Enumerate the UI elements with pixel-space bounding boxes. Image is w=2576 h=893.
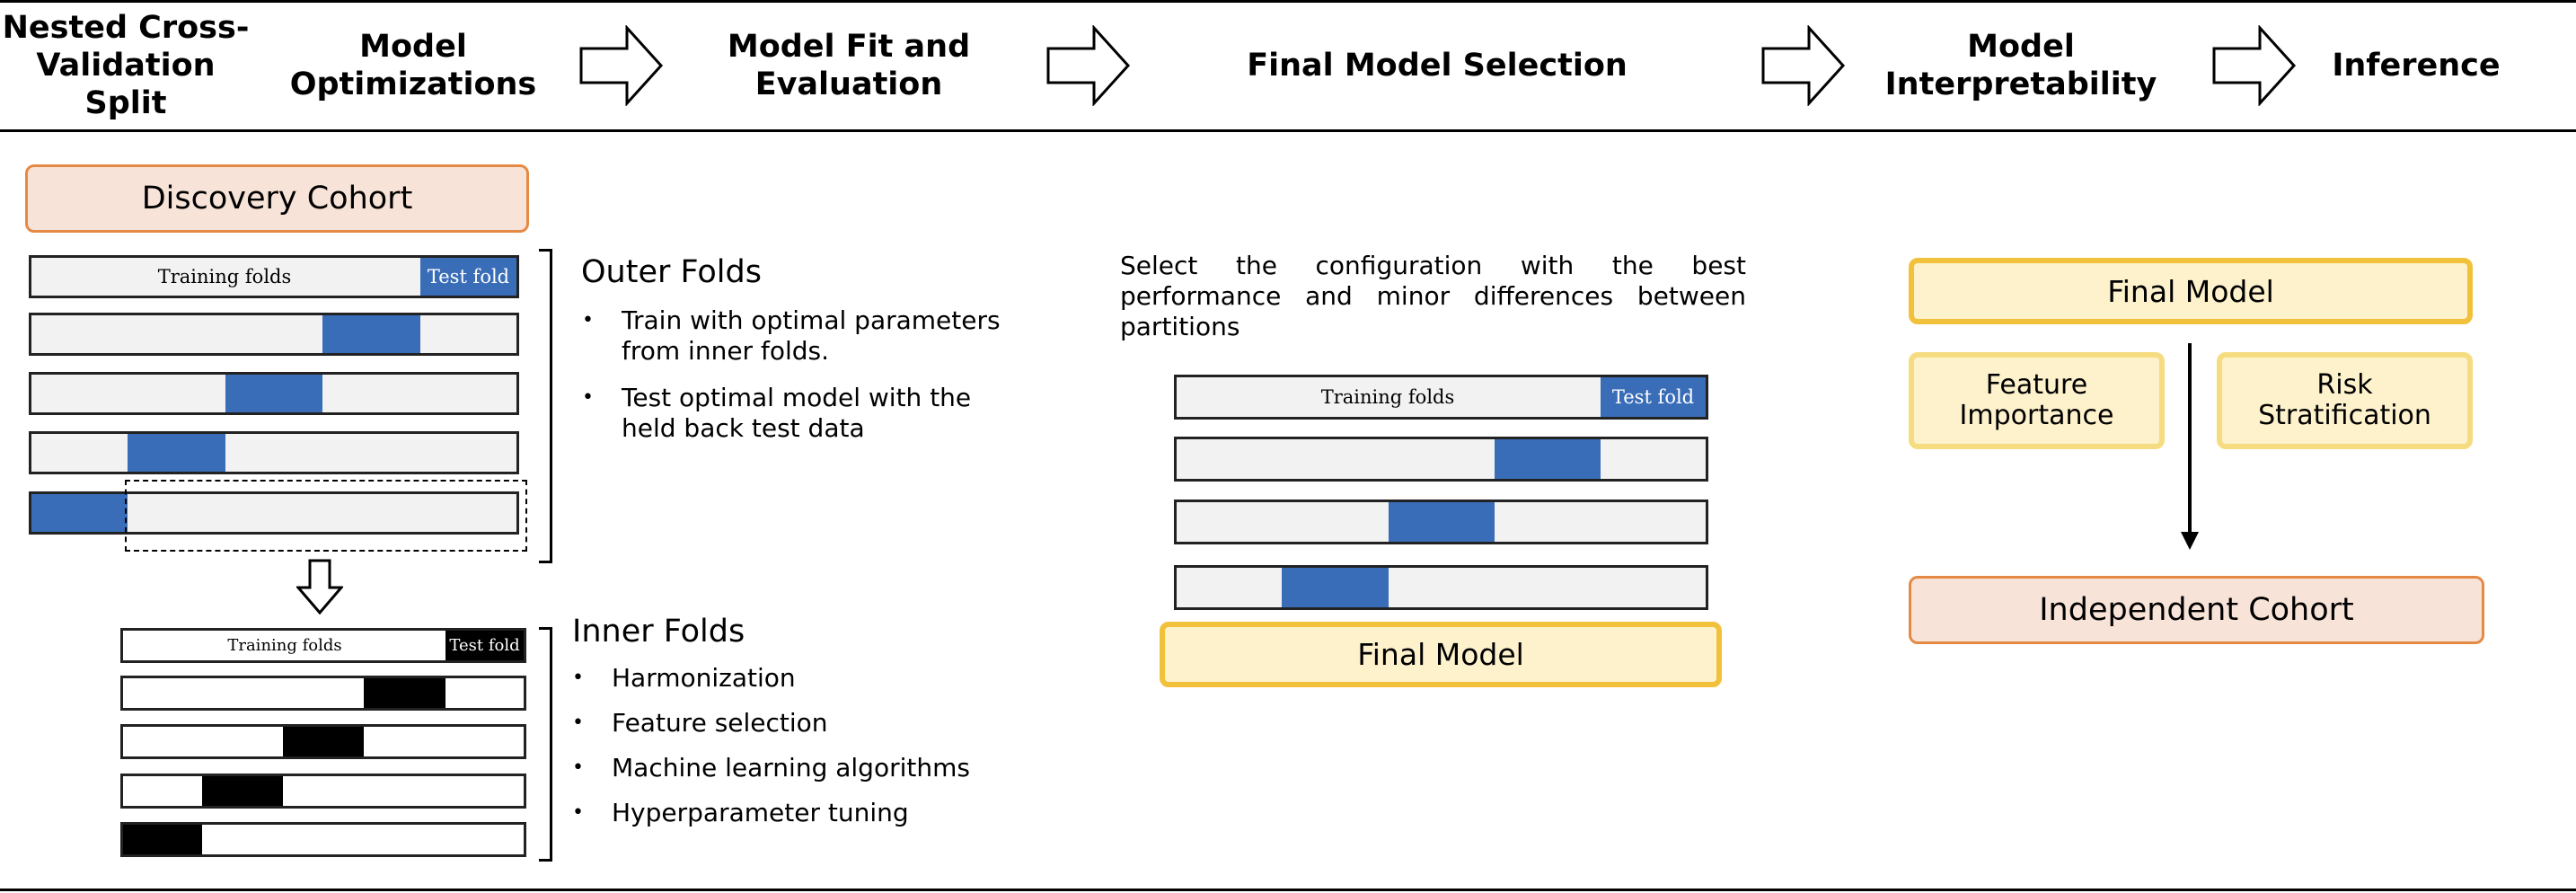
discovery-cohort-box: Discovery Cohort	[25, 164, 529, 233]
outer-folds-bracket	[539, 249, 552, 563]
step-nested-cv-split: Nested Cross- Validation Split	[0, 10, 251, 121]
outer-folds-title: Outer Folds	[581, 254, 762, 290]
independent-cohort-box: Independent Cohort	[1909, 576, 2484, 644]
step-model-optimizations: Model Optimizations	[287, 25, 539, 106]
step-nested-cv-split-label: Nested Cross- Validation Split	[2, 10, 250, 121]
inner-bullet-4: • Hyperparameter tuning	[572, 798, 1039, 830]
inner-test-fold-segment	[446, 631, 524, 660]
test-fold-segment	[128, 434, 225, 472]
final-model-box: Final Model	[1909, 258, 2473, 324]
step-model-interpretability-label: Model Interpretability	[1884, 29, 2157, 102]
independent-cohort-label: Independent Cohort	[2039, 592, 2354, 628]
step-model-fit-evaluation-label: Model Fit and Evaluation	[727, 29, 971, 102]
inner-fold-row	[120, 676, 526, 711]
outer-bullet-2-text: Test optimal model with the held back te…	[622, 383, 972, 443]
training-folds-label: Training folds	[1320, 386, 1455, 408]
inner-folds-title: Inner Folds	[572, 614, 745, 650]
bullet-dot: •	[572, 712, 584, 734]
inner-bullet-3: • Machine learning algorithms	[572, 753, 1039, 785]
test-fold-segment	[31, 494, 128, 532]
inner-test-fold-segment	[202, 776, 283, 806]
inner-training-folds-label: Training folds	[227, 636, 342, 655]
selection-fold-row	[1174, 437, 1708, 482]
inner-fold-row	[120, 822, 526, 857]
bullet-dot: •	[582, 386, 594, 409]
top-border-line	[0, 0, 2576, 3]
step-model-interpretability: Model Interpretability	[1877, 25, 2165, 106]
dashed-selection-box	[125, 480, 527, 552]
step-final-model-selection-label: Final Model Selection	[1247, 48, 1628, 84]
inner-fold-row: Training folds Test fold	[120, 628, 526, 663]
step-model-fit-evaluation: Model Fit and Evaluation	[710, 25, 988, 106]
test-fold-segment	[225, 375, 322, 412]
down-arrow-icon	[2181, 343, 2199, 550]
selection-fold-row	[1174, 500, 1708, 544]
feature-importance-box: Feature Importance	[1909, 352, 2165, 449]
final-model-label: Final Model	[1357, 637, 1524, 672]
risk-stratification-label: Risk Stratification	[2258, 369, 2431, 431]
right-arrow-icon	[1046, 25, 1131, 106]
bottom-border-line	[0, 889, 2576, 891]
test-fold-segment	[420, 258, 516, 296]
bullet-dot: •	[572, 801, 584, 824]
inner-fold-row	[120, 724, 526, 759]
test-fold-segment	[1389, 502, 1495, 542]
bullet-dot: •	[582, 309, 594, 332]
discovery-cohort-label: Discovery Cohort	[141, 181, 413, 217]
inner-bullet-1-text: Harmonization	[612, 663, 796, 693]
test-fold-label: Test fold	[427, 266, 510, 287]
inner-folds-bracket	[539, 627, 552, 862]
inner-test-fold-segment	[283, 727, 364, 756]
selection-fold-row	[1174, 565, 1708, 610]
right-arrow-icon	[579, 25, 664, 106]
outer-fold-row	[29, 372, 519, 415]
inner-test-fold-label: Test fold	[449, 636, 520, 655]
outer-fold-row: Training folds Test fold	[29, 255, 519, 298]
test-fold-segment	[322, 315, 420, 353]
inner-bullet-2: • Feature selection	[572, 708, 1039, 740]
step-model-optimizations-label: Model Optimizations	[289, 29, 537, 102]
selection-description: Select the configuration with the best p…	[1120, 251, 1746, 341]
step-inference-label: Inference	[2332, 48, 2501, 84]
step-inference: Inference	[2281, 25, 2551, 106]
test-fold-segment	[1601, 377, 1706, 417]
step-final-model-selection: Final Model Selection	[1168, 25, 1707, 106]
test-fold-segment	[1282, 568, 1389, 607]
selection-fold-row: Training folds Test fold	[1174, 375, 1708, 420]
outer-bullet-1: • Train with optimal parameters from inn…	[582, 305, 1049, 368]
inner-bullet-4-text: Hyperparameter tuning	[612, 798, 909, 827]
down-arrow-icon	[296, 559, 343, 614]
outer-fold-row	[29, 431, 519, 474]
outer-bullet-2: • Test optimal model with the held back …	[582, 383, 1049, 446]
final-model-label: Final Model	[2107, 273, 2274, 309]
test-fold-segment	[1495, 439, 1601, 479]
inner-fold-row	[120, 774, 526, 809]
bullet-dot: •	[572, 667, 584, 689]
right-arrow-icon	[1761, 25, 1846, 106]
risk-stratification-box: Risk Stratification	[2217, 352, 2473, 449]
header-divider-line	[0, 129, 2576, 132]
test-fold-label: Test fold	[1611, 386, 1695, 408]
inner-bullet-2-text: Feature selection	[612, 708, 828, 738]
bullet-dot: •	[572, 756, 584, 779]
outer-fold-row	[29, 491, 519, 535]
inner-bullet-3-text: Machine learning algorithms	[612, 753, 970, 782]
feature-importance-label: Feature Importance	[1959, 369, 2114, 431]
inner-test-fold-segment	[123, 825, 202, 854]
final-model-box: Final Model	[1160, 622, 1722, 687]
training-folds-label: Training folds	[157, 266, 292, 287]
outer-fold-row	[29, 313, 519, 356]
outer-bullet-1-text: Train with optimal parameters from inner…	[622, 305, 1001, 366]
right-arrow-icon	[2212, 25, 2297, 106]
inner-bullet-1: • Harmonization	[572, 663, 1039, 695]
inner-test-fold-segment	[364, 678, 446, 708]
